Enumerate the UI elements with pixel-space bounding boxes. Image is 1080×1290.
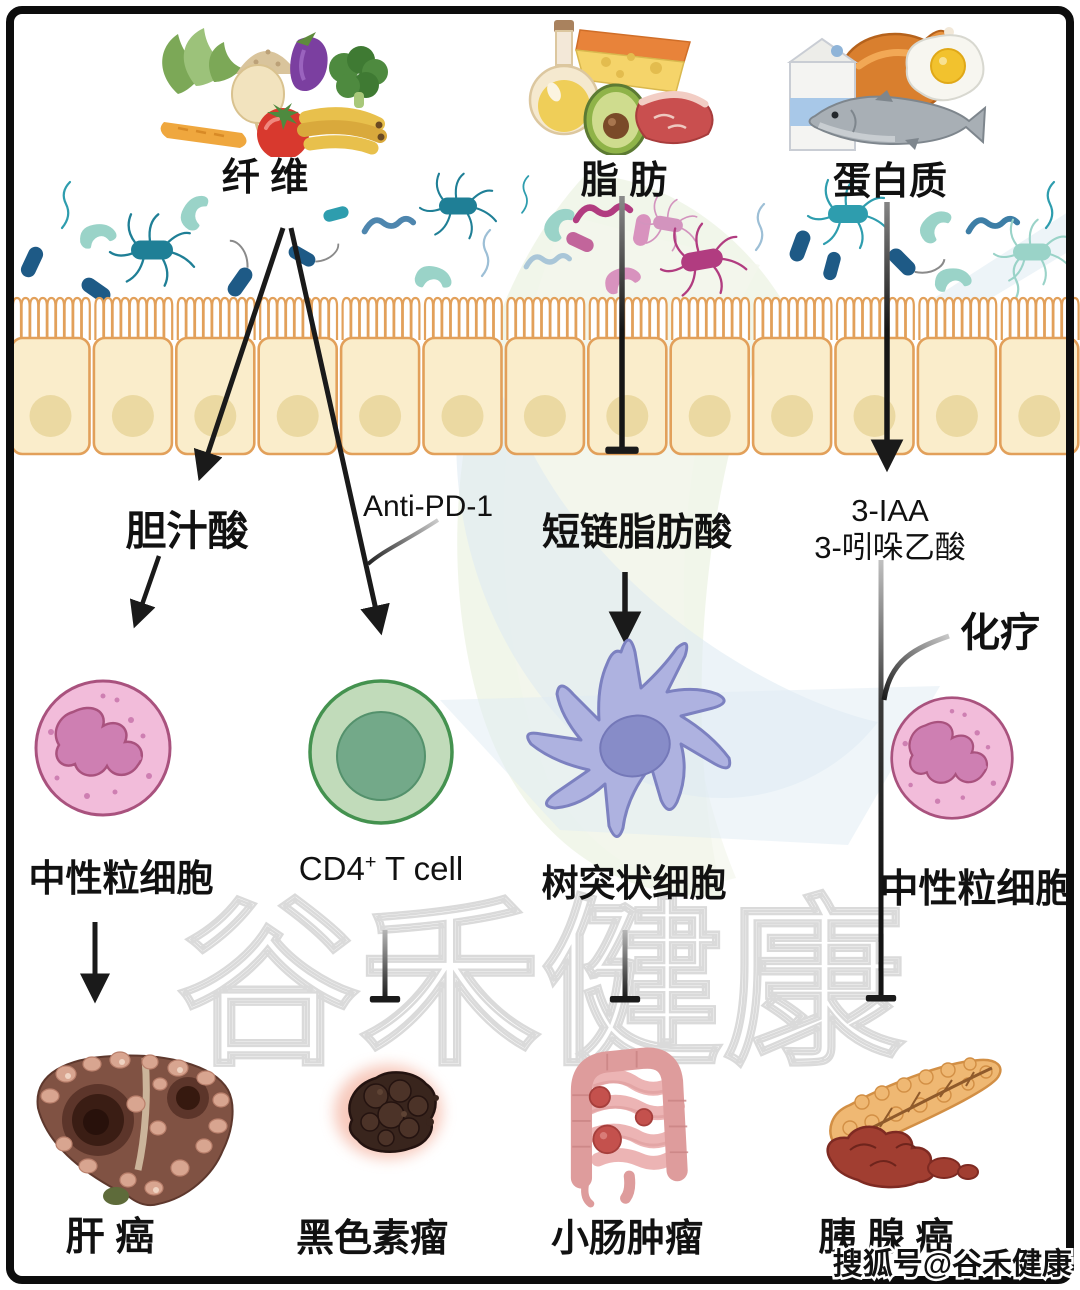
neutrophil-right-label: 中性粒细胞: [879, 868, 1075, 911]
gut-epithelium: [12, 298, 1079, 454]
pancreatic-cancer-label: 胰 腺 癌: [818, 1217, 954, 1259]
protein-foods-icon: [786, 27, 987, 151]
connector-chemo: [881, 633, 950, 701]
chemo-label: 化疗: [960, 611, 1040, 655]
iaa-abbr: 3-IAA: [851, 493, 929, 528]
center-watermark-text: 谷禾健康: [177, 883, 905, 1087]
small-intestine-tumor-label: 小肠肿瘤: [550, 1218, 704, 1260]
cd4-label: CD4+ T cell: [298, 850, 464, 887]
arrow-fiber-to-cd4: [288, 227, 390, 636]
melanoma-label: 黑色素瘤: [295, 1218, 449, 1260]
liver-cancer-illustration: [36, 1051, 234, 1207]
pancreatic-cancer-illustration: [826, 1057, 1002, 1189]
iaa-label: 3-IAA 3-吲哚乙酸: [814, 492, 966, 566]
arrow-bile-acid-to-neutrophil: [129, 555, 162, 629]
neutrophil-cell-left: [34, 679, 172, 817]
liver-cancer-label: 肝 癌: [65, 1216, 155, 1259]
protein-label: 蛋白质: [832, 161, 948, 203]
dendritic-cell: [526, 638, 732, 838]
bile-acid-label: 胆汁酸: [125, 508, 249, 554]
scfa-label: 短链脂肪酸: [541, 512, 733, 554]
fiber-foods-icon: [160, 28, 388, 157]
connector-anti-pd1: [366, 518, 440, 566]
fat-foods-icon: [528, 20, 714, 155]
dendritic-label: 树突状细胞: [541, 863, 727, 904]
small-intestine-tumor-illustration: [570, 1047, 689, 1208]
neutrophil-left-label: 中性粒细胞: [28, 858, 214, 899]
neutrophil-cell-right: [890, 696, 1014, 820]
anti-pd1-label: Anti-PD-1: [362, 490, 494, 523]
cd4-t-cell: [308, 679, 454, 825]
fiber-label: 纤 维: [221, 157, 309, 199]
arrow-fiber-to-bile-acid: [193, 227, 286, 482]
fat-label: 脂 肪: [580, 160, 668, 202]
melanoma-illustration: [334, 1065, 442, 1159]
iaa-full: 3-吲哚乙酸: [814, 530, 966, 565]
